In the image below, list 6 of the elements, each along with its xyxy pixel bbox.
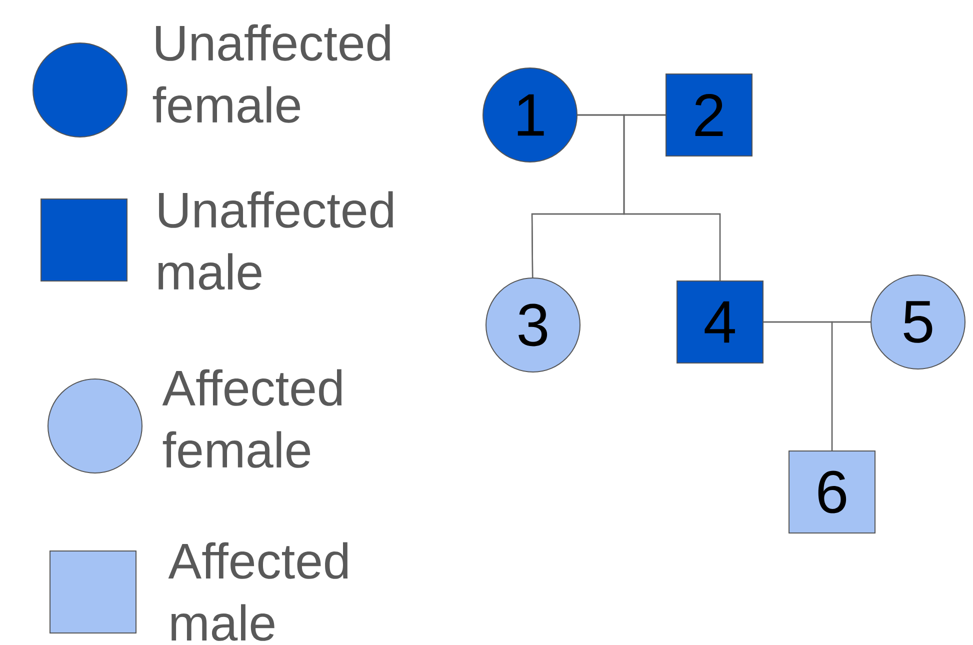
legend-label: Affected male [168,542,348,641]
legend-label: Unaffected male [158,191,393,290]
legend-label: Unaffected female [152,24,390,123]
pedigree-line [623,114,721,280]
legend-label: Affected female [162,369,342,468]
pedigree-line [831,321,871,450]
